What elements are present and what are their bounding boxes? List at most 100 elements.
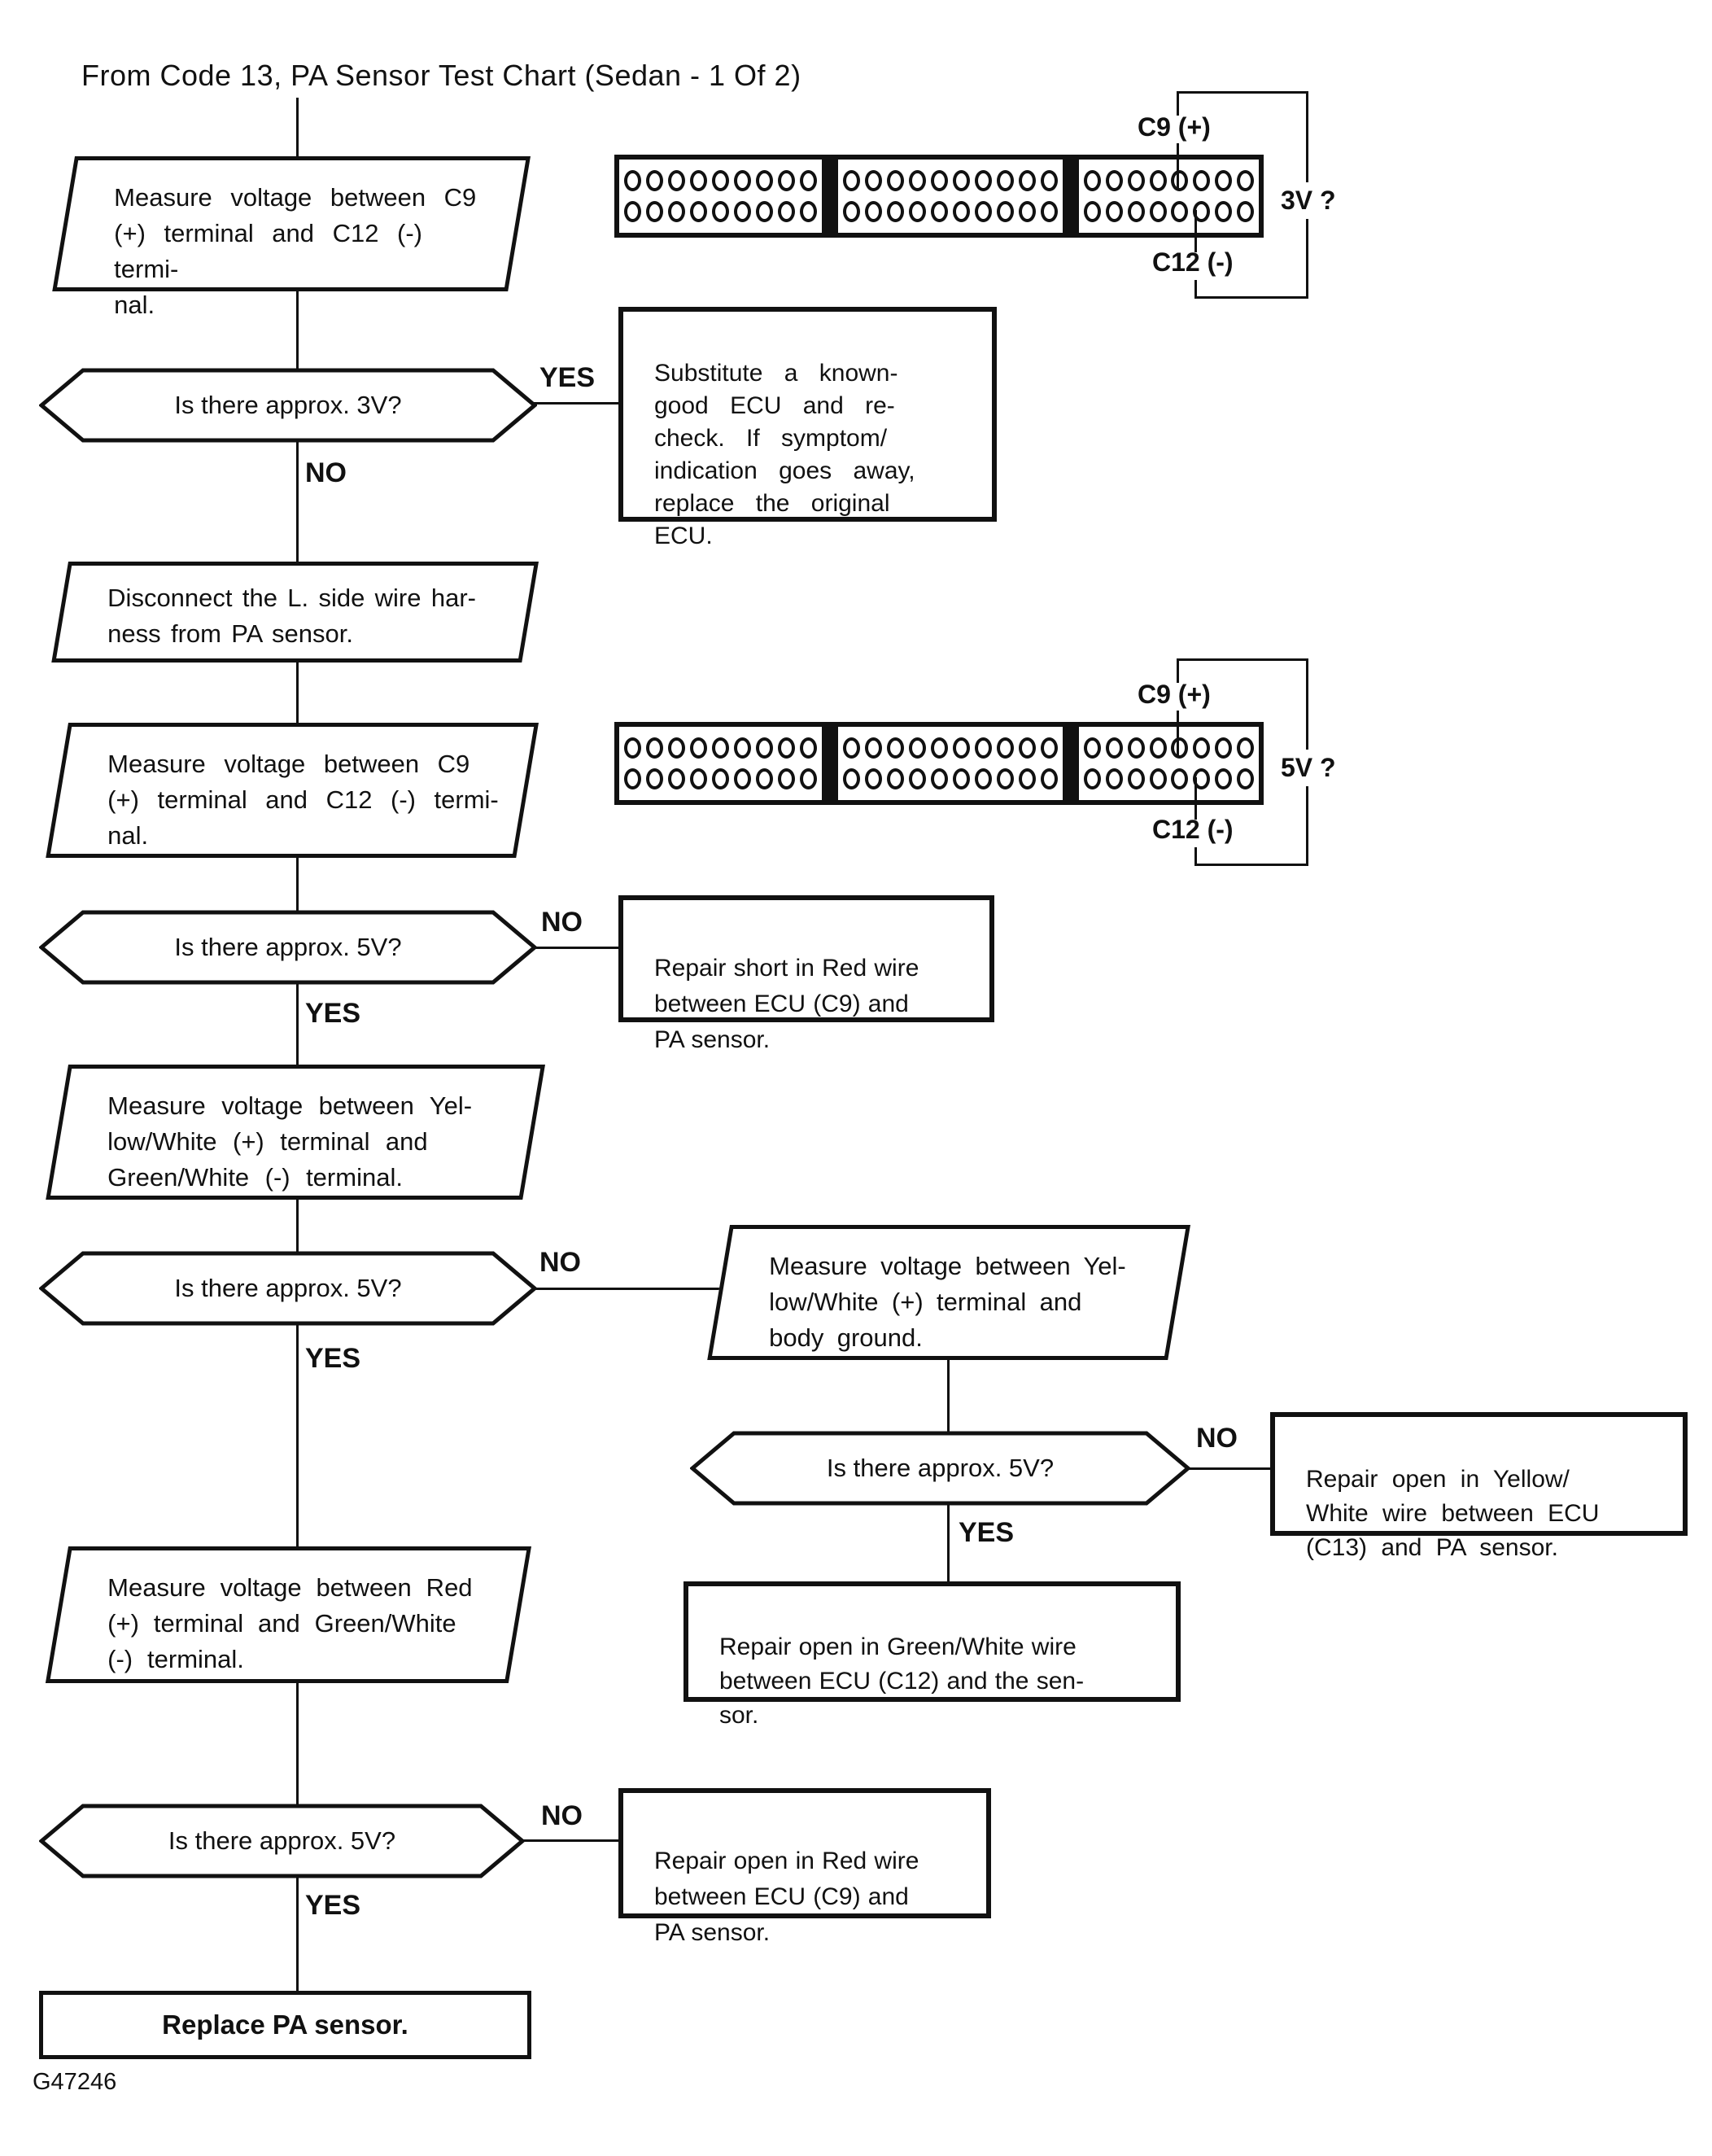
decision-text: Is there approx. 5V? (168, 1826, 396, 1855)
pin-hole-icon (974, 201, 992, 223)
branch-label-yes: YES (539, 362, 596, 393)
action-substitute-ecu: Substitute a known- good ECU and re- che… (618, 307, 997, 549)
connector-line (296, 440, 299, 563)
pin-label-c12: C12 (-) (1152, 815, 1234, 844)
pin-hole-icon (645, 768, 663, 790)
pin-hole-icon (689, 201, 707, 223)
process-text: Measure voltage between Yel- low/White (… (107, 1091, 473, 1192)
branch-label-no: NO (1196, 1423, 1238, 1454)
connector-block (837, 160, 1063, 233)
pin-hole-icon (1083, 768, 1101, 790)
pin-hole-icon (1237, 737, 1255, 759)
pin-hole-icon (623, 737, 641, 759)
connector-line (1186, 1467, 1272, 1470)
pin-hole-icon (952, 169, 970, 191)
pin-hole-icon (733, 201, 751, 223)
pin-hole-icon (930, 768, 948, 790)
action-repair-open-gw: Repair open in Green/White wire between … (683, 1581, 1181, 1729)
pin-hole-icon (755, 768, 773, 790)
bracket-line (1194, 847, 1197, 865)
pin-hole-icon (645, 169, 663, 191)
process-text: Disconnect the L. side wire har- ness fr… (107, 584, 476, 648)
pin-row (1079, 737, 1259, 759)
branch-label-yes: YES (305, 1343, 361, 1374)
pin-hole-icon (799, 201, 817, 223)
bracket-line (1194, 296, 1308, 299)
pin-hole-icon (667, 737, 685, 759)
pin-hole-icon (1127, 201, 1145, 223)
connector-line (296, 661, 299, 724)
pin-hole-icon (1149, 737, 1167, 759)
pin-hole-icon (755, 737, 773, 759)
process-measure-yw-gw: Measure voltage between Yel- low/White (… (46, 1065, 545, 1200)
pin-hole-icon (733, 169, 751, 191)
connector-line (296, 983, 299, 1066)
pin-hole-icon (777, 768, 795, 790)
pin-hole-icon (645, 201, 663, 223)
action-text: Repair open in Red wire between ECU (C9)… (654, 1848, 919, 1946)
pin-hole-icon (1040, 201, 1058, 223)
connector-line (534, 947, 620, 949)
process-text: Measure voltage between Red (+) terminal… (107, 1573, 473, 1673)
bracket-line (1177, 658, 1308, 661)
pin-hole-icon (996, 201, 1014, 223)
action-repair-open-red: Repair open in Red wire between ECU (C9)… (618, 1788, 991, 1946)
pin-hole-icon (842, 768, 860, 790)
pin-hole-icon (667, 169, 685, 191)
pin-hole-icon (1083, 201, 1101, 223)
pin-hole-icon (777, 169, 795, 191)
pin-hole-icon (1040, 169, 1058, 191)
branch-label-yes: YES (959, 1517, 1015, 1548)
pin-hole-icon (689, 737, 707, 759)
voltage-question-label: 5V ? (1274, 750, 1343, 786)
pin-hole-icon (777, 737, 795, 759)
decision-approx-5v-1: Is there approx. 5V? (39, 910, 537, 985)
pin-hole-icon (1105, 768, 1123, 790)
pin-row (838, 737, 1063, 759)
connector-line (296, 856, 299, 912)
process-measure-yw-ground: Measure voltage between Yel- low/White (… (707, 1225, 1190, 1360)
pin-hole-icon (623, 768, 641, 790)
pin-hole-icon (623, 201, 641, 223)
decision-text: Is there approx. 5V? (174, 933, 402, 961)
pin-hole-icon (864, 737, 882, 759)
pin-hole-icon (1149, 201, 1167, 223)
connector-block (837, 727, 1063, 800)
connector-block (1078, 160, 1259, 233)
pin-hole-icon (755, 169, 773, 191)
pin-row (838, 201, 1063, 223)
ecu-connector-diagram (614, 722, 1264, 805)
pin-hole-icon (886, 737, 904, 759)
pin-hole-icon (1149, 169, 1167, 191)
pin-hole-icon (1171, 768, 1189, 790)
pin-hole-icon (1083, 169, 1101, 191)
connector-line (534, 1288, 734, 1290)
pin-row (1079, 768, 1259, 790)
branch-label-no: NO (541, 907, 583, 938)
pin-hole-icon (1127, 768, 1145, 790)
action-text: Repair short in Red wire between ECU (C9… (654, 955, 919, 1053)
pin-hole-icon (799, 169, 817, 191)
hexagon-shape (39, 910, 537, 985)
pin-hole-icon (974, 737, 992, 759)
action-repair-open-yw: Repair open in Yellow/ White wire betwee… (1270, 1412, 1688, 1561)
pin-hole-icon (1105, 169, 1123, 191)
process-text: Measure voltage between C9 (+) terminal … (114, 183, 477, 319)
pin-hole-icon (1215, 169, 1233, 191)
pin-row (619, 201, 822, 223)
pin-hole-icon (930, 169, 948, 191)
pin-hole-icon (1105, 737, 1123, 759)
connector-line (296, 290, 299, 370)
pin-hole-icon (1018, 768, 1036, 790)
pin-hole-icon (1083, 737, 1101, 759)
pin-hole-icon (1215, 768, 1233, 790)
pin-hole-icon (842, 169, 860, 191)
pin-hole-icon (1193, 169, 1211, 191)
pin-row (1079, 169, 1259, 191)
pin-hole-icon (1171, 201, 1189, 223)
pin-pointer-line (1177, 711, 1179, 756)
pin-hole-icon (908, 737, 926, 759)
pin-hole-icon (777, 201, 795, 223)
pin-hole-icon (689, 768, 707, 790)
pin-hole-icon (1237, 768, 1255, 790)
